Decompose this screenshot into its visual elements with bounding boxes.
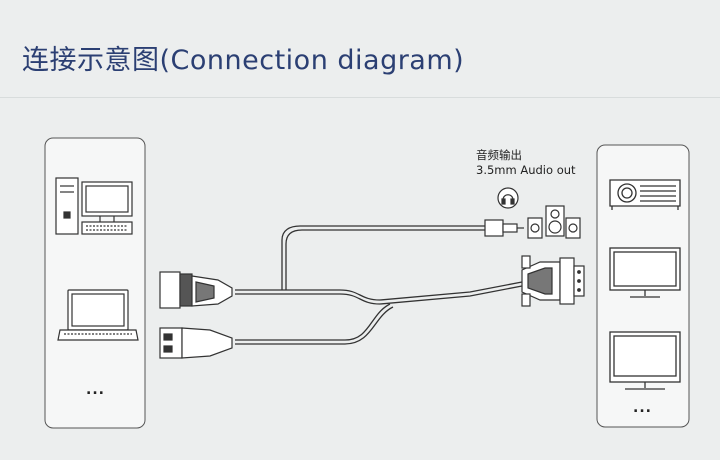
source-more-ellipsis: ... <box>86 382 105 398</box>
display-more-ellipsis: ... <box>633 400 652 416</box>
vga-plug <box>521 255 585 307</box>
laptop-icon <box>57 289 139 341</box>
audio-label-line1: 音频输出 <box>476 148 522 162</box>
page-title: 连接示意图(Connection diagram) <box>22 45 465 76</box>
headphone-jack-icon <box>484 187 524 237</box>
title-divider <box>0 97 720 98</box>
hdmi-plug <box>159 271 233 309</box>
monitor-icon <box>609 247 681 298</box>
projector-icon <box>609 179 681 210</box>
audio-label-line2: 3.5mm Audio out <box>476 163 576 177</box>
speaker-icon <box>527 205 581 239</box>
cable-lines <box>235 225 523 345</box>
tv-icon <box>609 331 681 390</box>
desktop-pc-icon <box>55 177 133 235</box>
usb-plug <box>159 327 233 359</box>
audio-output-label: 音频输出 3.5mm Audio out <box>476 148 576 178</box>
